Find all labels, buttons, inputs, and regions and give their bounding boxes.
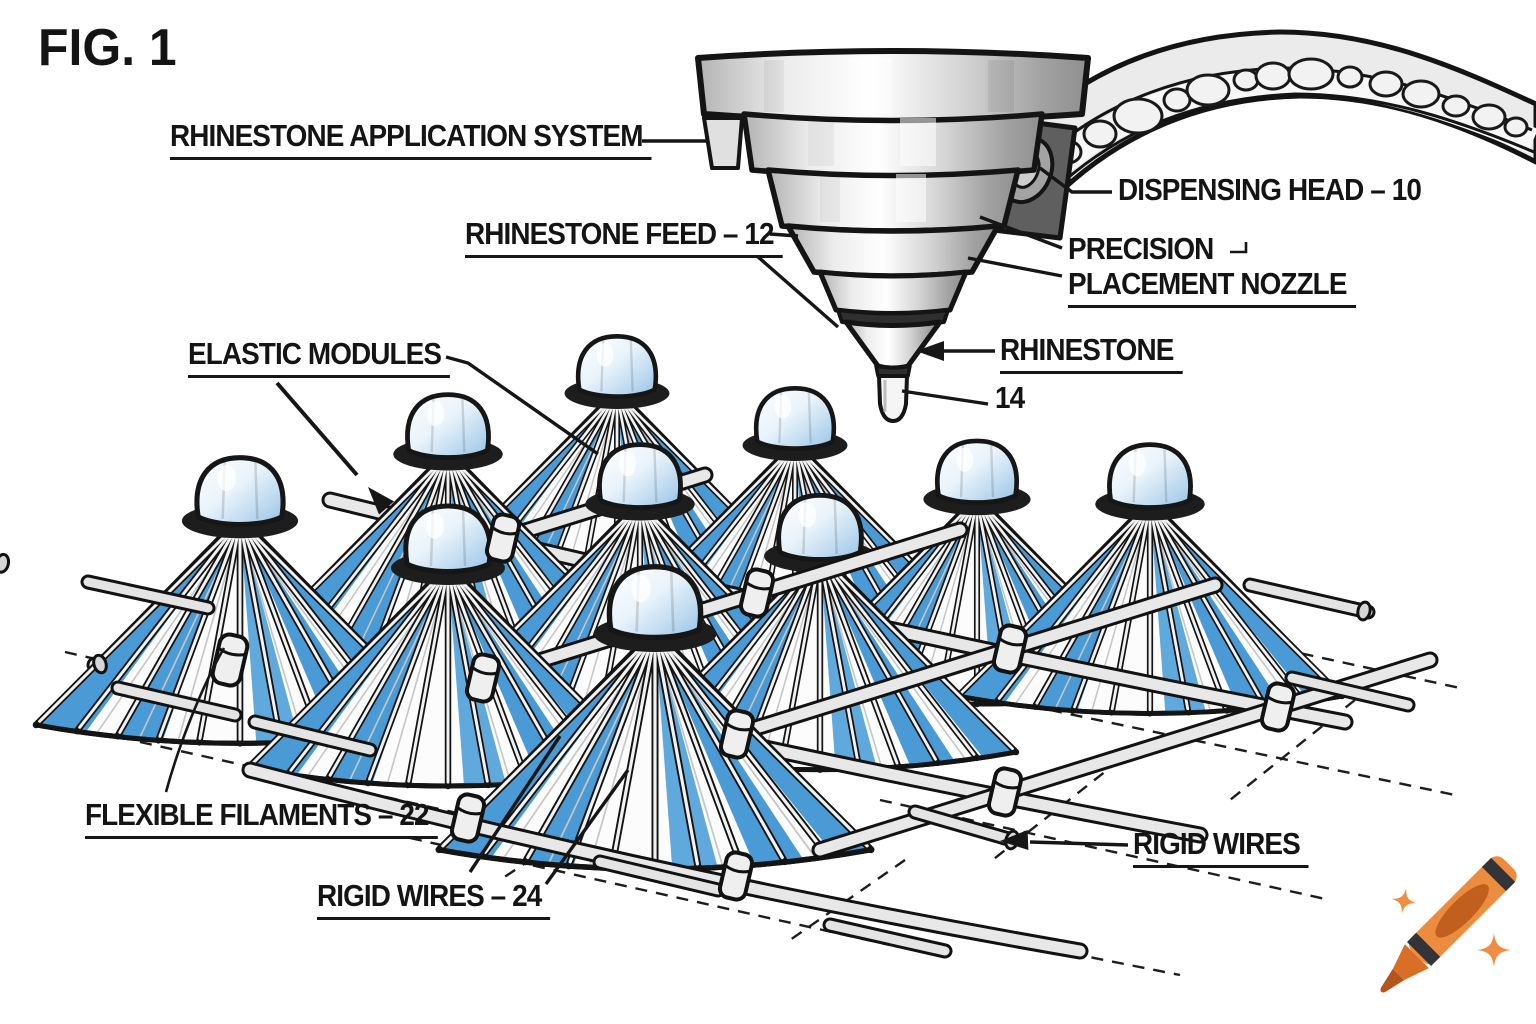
- crayon-cone: [1392, 944, 1429, 981]
- callout-precision-line1: PRECISION: [1068, 231, 1214, 266]
- callout-rhinestone-feed: RHINESTONE FEED – 12: [465, 216, 783, 258]
- callout-rhinestone: RHINESTONE: [1000, 332, 1183, 374]
- crayon-logo: [1380, 856, 1517, 993]
- callout-system: RHINESTONE APPLICATION SYSTEM: [170, 118, 652, 160]
- rhinestone-feed-tube: [1015, 29, 1536, 203]
- callout-dispensing-head: DISPENSING HEAD – 10: [1118, 172, 1422, 207]
- sparkle-icon: [1477, 933, 1511, 967]
- callout-rhinestone-ref: 14: [995, 380, 1025, 415]
- wire-stub: [80, 574, 1416, 959]
- callout-elastic-modules: ELASTIC MODULES: [188, 336, 451, 378]
- callout-flexible-filaments: FLEXIBLE FILAMENTS – 22: [85, 797, 438, 839]
- arrowheads: [368, 341, 1029, 851]
- dispensing-head: [695, 29, 1536, 423]
- nozzle-tip: [877, 374, 909, 423]
- callout-rigid-wires: RIGID WIRES: [1133, 826, 1309, 868]
- sparkle-icon: [1391, 888, 1417, 914]
- filament-ring-clamps: [210, 512, 1297, 902]
- figure-number: FIG. 1: [38, 19, 177, 77]
- leader-lines: [164, 139, 1248, 885]
- callout-precision-line2: PLACEMENT NOZZLE: [1068, 266, 1356, 308]
- rhinestones-in-tube: [1053, 57, 1529, 165]
- precision-placement-nozzle: [843, 319, 943, 371]
- crayon-tip: [1380, 968, 1405, 993]
- callout-rigid-wires-ref: RIGID WIRES – 24: [317, 878, 551, 920]
- mesh-assembly: [0, 336, 1461, 977]
